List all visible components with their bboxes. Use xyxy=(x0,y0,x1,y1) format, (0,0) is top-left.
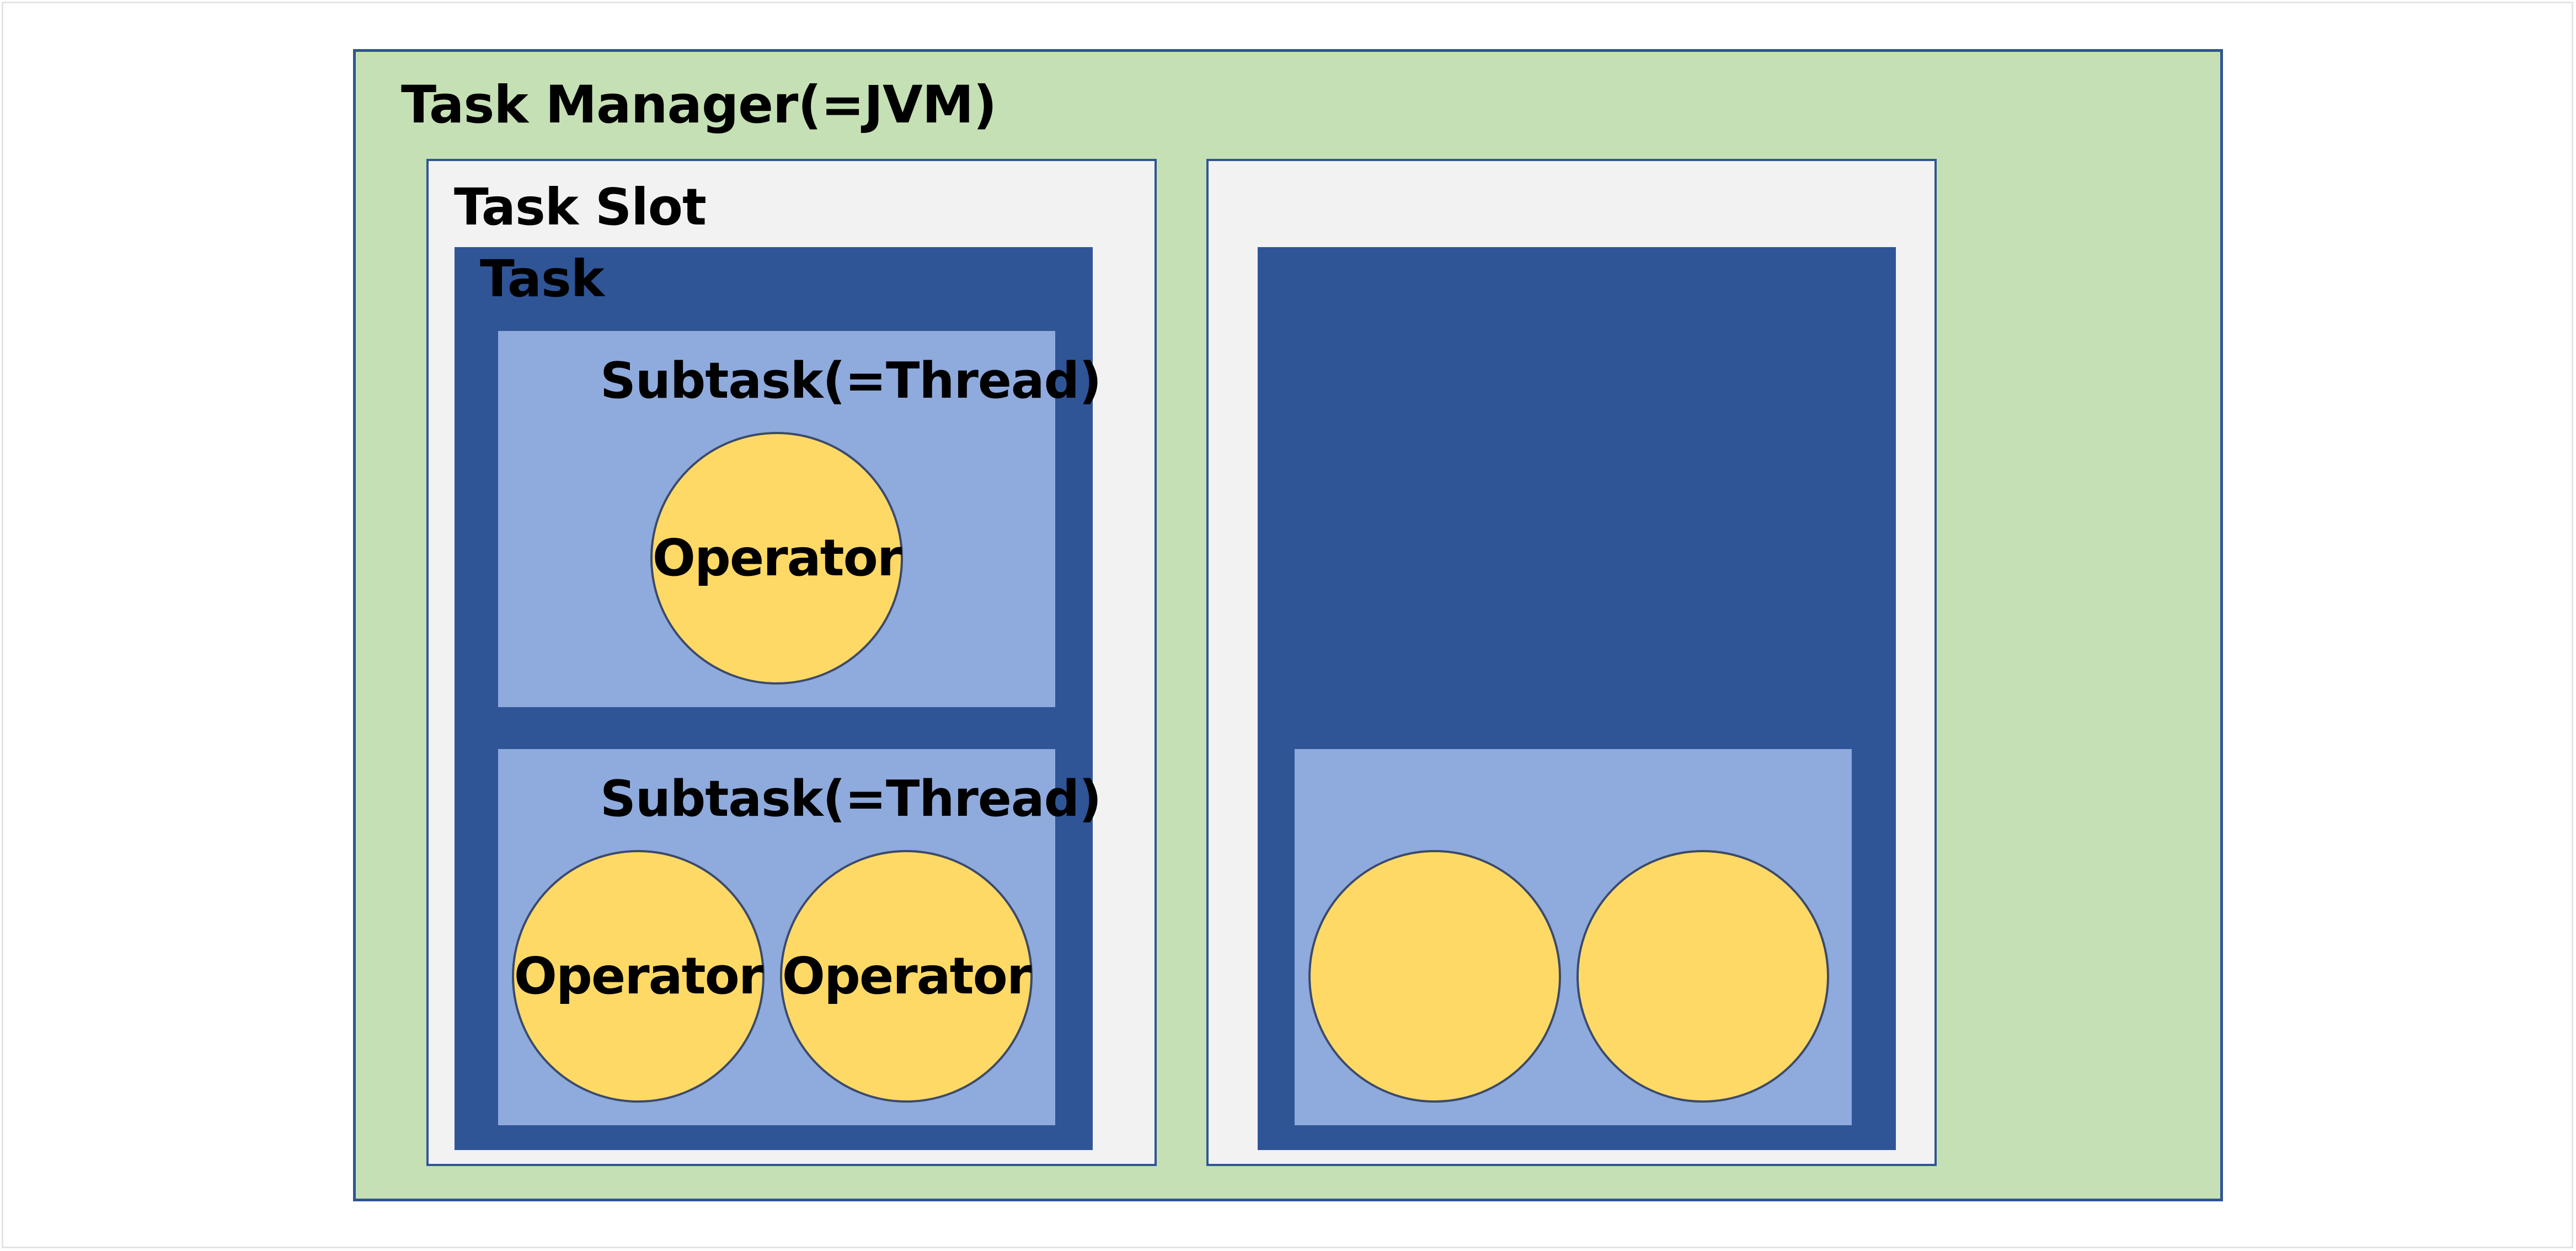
task-manager-label: Task Manager(=JVM) xyxy=(401,75,997,135)
subtask-label: Subtask(=Thread) xyxy=(600,352,1102,410)
task-slot-2 xyxy=(1206,159,1937,1166)
task-2 xyxy=(1258,247,1896,1150)
subtask-1: Subtask(=Thread) Operator xyxy=(498,331,1102,707)
task-slot-1: Task Slot Task Subtask(=Thread) Operator… xyxy=(426,159,1157,1166)
operator-node xyxy=(1576,850,1829,1103)
operator-node xyxy=(1308,850,1561,1103)
operator-label: Operator xyxy=(514,947,763,1006)
subtask-2: Subtask(=Thread) Operator Operator xyxy=(498,749,1102,1125)
task-slot-label: Task Slot xyxy=(454,178,707,237)
operator-node: Operator xyxy=(780,850,1033,1103)
subtask-3 xyxy=(1295,749,1852,1125)
operator-label: Operator xyxy=(782,947,1032,1006)
operator-label: Operator xyxy=(652,528,902,587)
operator-node: Operator xyxy=(650,432,903,685)
operator-node: Operator xyxy=(512,850,765,1103)
task-1: Task Subtask(=Thread) Operator Subtask(=… xyxy=(455,247,1102,1150)
subtask-label: Subtask(=Thread) xyxy=(600,770,1102,828)
task-label: Task xyxy=(480,249,605,308)
